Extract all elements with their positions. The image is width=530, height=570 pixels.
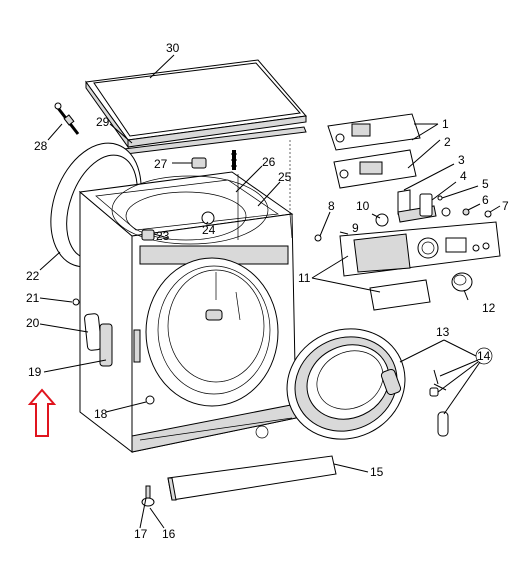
part-label-19: 19 [28, 365, 42, 379]
part-label-23: 23 [156, 229, 170, 243]
screw-small-part [437, 195, 443, 201]
part-label-4: 4 [460, 169, 467, 183]
red-arrow-icon [27, 388, 57, 437]
kick-plate-edge [167, 477, 177, 501]
cap-part [441, 207, 451, 217]
part-label-10: 10 [356, 199, 370, 213]
part-label-27: 27 [154, 157, 168, 171]
part-label-21: 21 [26, 291, 40, 305]
door-handle-part [429, 369, 449, 437]
door-hinge-part [84, 313, 113, 367]
screw-part [54, 102, 80, 135]
display-board-part [333, 149, 417, 189]
part-label-7: 7 [502, 199, 509, 213]
control-board-part [327, 113, 421, 151]
bolt-part [72, 298, 80, 306]
top-lid-part [85, 59, 307, 149]
leader-lines [39, 54, 501, 529]
cabinet-body [78, 140, 297, 454]
spring-small-part [484, 210, 492, 218]
connector-part [191, 157, 207, 169]
part-label-12: 12 [482, 301, 496, 315]
part-label-2: 2 [444, 135, 451, 149]
part-label-14: 14 [477, 349, 491, 363]
part-label-20: 20 [26, 316, 40, 330]
part-label-13: 13 [436, 325, 450, 339]
part-label-11: 11 [298, 271, 311, 285]
part-label-30: 30 [166, 41, 180, 55]
part-label-26: 26 [262, 155, 276, 169]
part-label-8: 8 [328, 199, 335, 213]
part-label-28: 28 [34, 139, 48, 153]
control-panel-part [339, 221, 501, 277]
part-label-17: 17 [134, 527, 148, 541]
part-label-29: 29 [96, 115, 110, 129]
part-label-22: 22 [26, 269, 40, 283]
door-assembly-part [286, 328, 406, 440]
button-cluster-part [419, 193, 433, 217]
part-label-16: 16 [162, 527, 176, 541]
part-label-6: 6 [482, 193, 489, 207]
foot-screw-part [141, 485, 155, 507]
kick-plate-part [167, 455, 337, 501]
drawer-handle-part [369, 279, 431, 311]
knob-part [375, 213, 389, 227]
spring-part [231, 150, 237, 170]
program-knob-part [451, 272, 473, 292]
part-label-5: 5 [482, 177, 489, 191]
part-labels: 30 29 28 27 26 25 23 24 22 21 20 19 18 1… [26, 41, 509, 541]
clip-part [314, 234, 322, 242]
filter-part [141, 229, 155, 241]
part-label-24: 24 [202, 223, 216, 237]
part-label-18: 18 [94, 407, 108, 421]
part-label-15: 15 [370, 465, 384, 479]
part-label-3: 3 [458, 153, 465, 167]
valve-part [201, 211, 215, 225]
pin-part [145, 395, 155, 405]
nut-part [462, 208, 470, 216]
part-label-1: 1 [442, 117, 449, 131]
part-label-9: 9 [352, 221, 359, 235]
part-label-25: 25 [278, 170, 292, 184]
